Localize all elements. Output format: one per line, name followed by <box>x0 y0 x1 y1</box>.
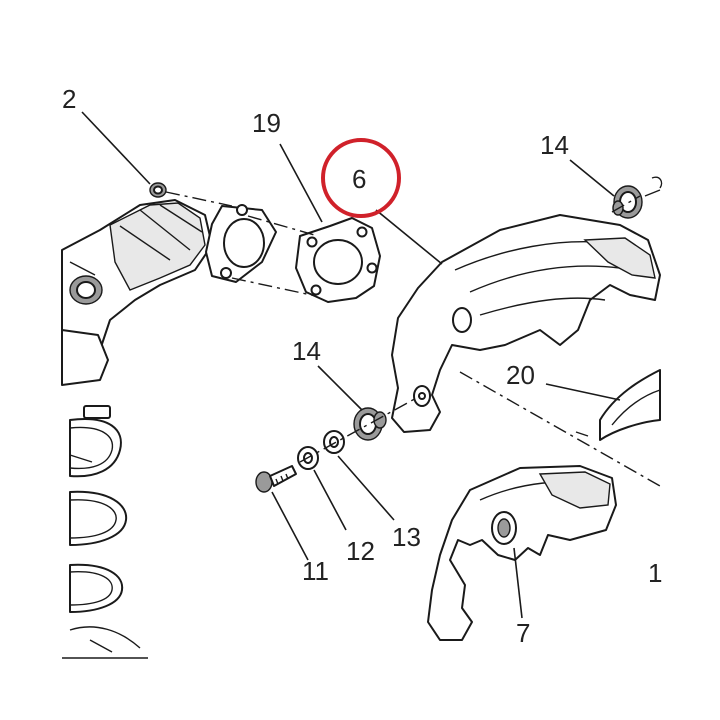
heat-shield-lower[interactable] <box>427 465 617 641</box>
callout-19[interactable]: 19 <box>252 108 281 138</box>
sealing-ring-upper[interactable] <box>69 490 128 546</box>
callout-2[interactable]: 2 <box>62 84 76 114</box>
mounting-bolt[interactable] <box>255 465 297 493</box>
rubber-grommet-upper[interactable] <box>612 176 663 219</box>
highlight-circle <box>321 138 401 218</box>
pipe-end-section[interactable] <box>62 626 148 659</box>
callout-20[interactable]: 20 <box>506 360 535 390</box>
exhaust-downpipe[interactable] <box>61 199 213 386</box>
callout-6[interactable]: 6 <box>352 164 366 194</box>
callout-7[interactable]: 7 <box>516 618 530 648</box>
flange-nut[interactable] <box>149 182 167 198</box>
leader-lines <box>81 111 621 619</box>
pipe-clamp[interactable] <box>69 405 122 478</box>
callout-11[interactable]: 11 <box>302 556 329 586</box>
callout-12[interactable]: 12 <box>346 536 375 566</box>
callout-13[interactable]: 13 <box>392 522 421 552</box>
callout-14-lower[interactable]: 14 <box>292 336 321 366</box>
heat-shield-upper[interactable] <box>391 214 661 433</box>
heat-shield-side[interactable] <box>599 369 661 441</box>
exhaust-gasket[interactable] <box>295 217 381 303</box>
callout-14-upper[interactable]: 14 <box>540 130 569 160</box>
washer-inner[interactable] <box>323 430 345 454</box>
callout-labels: 2 19 6 14 14 20 11 12 13 7 1 <box>62 84 662 648</box>
pipe-flange[interactable] <box>205 204 277 283</box>
sealing-ring-lower[interactable] <box>69 563 124 613</box>
rubber-grommet-lower[interactable] <box>353 407 387 441</box>
assembly-axes <box>165 191 661 487</box>
callout-1[interactable]: 1 <box>648 558 662 588</box>
